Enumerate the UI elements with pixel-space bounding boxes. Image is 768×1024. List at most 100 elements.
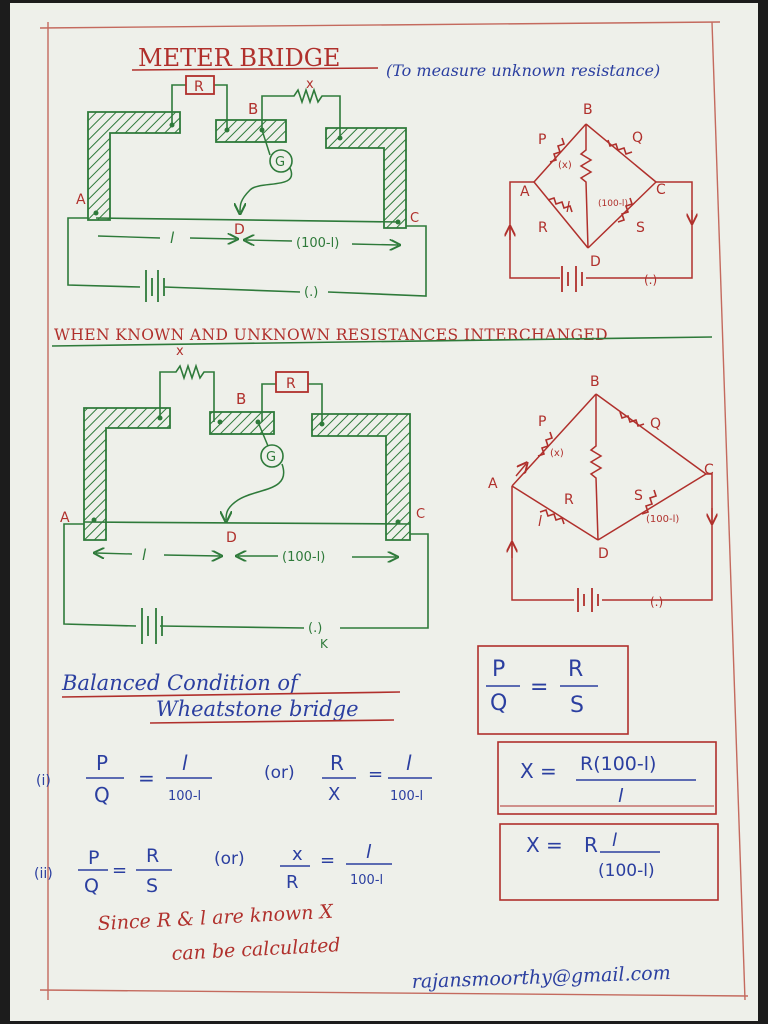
w1-label-l: l	[566, 200, 570, 216]
box-q: Q	[490, 691, 507, 716]
w2-label-l: l	[538, 514, 542, 530]
left-metal-strip-2	[83, 407, 171, 541]
battery-circuit-2	[63, 523, 429, 629]
label-100-l: (100-l)	[296, 236, 339, 251]
zigzag-s2	[641, 489, 658, 515]
left-metal-strip	[87, 111, 181, 221]
label-r-2: R	[286, 376, 296, 392]
battery-icon-2	[141, 608, 163, 644]
zigzag-p2	[537, 431, 554, 457]
margin-lines	[39, 21, 749, 1001]
label-d-2: D	[226, 530, 237, 546]
wheatstone-labels-1: B P Q (x) A C R l (100-l) S D (.)	[520, 102, 666, 287]
wheatstone-labels-2: B P (x) Q A C R l S (100-l) D (.)	[488, 374, 714, 609]
w2-label-d: D	[598, 546, 609, 562]
result2-r: R	[584, 833, 598, 857]
eq-i-q: Q	[94, 783, 110, 807]
label-l: l	[170, 229, 175, 247]
label-l-2: l	[142, 546, 147, 564]
w1-label-x: (x)	[558, 160, 572, 171]
title: METER BRIDGE (To measure unknown resista…	[131, 44, 660, 80]
result1-num: R(100-l)	[580, 753, 656, 775]
label-100-l-2: (100-l)	[282, 550, 325, 565]
label-x: x	[306, 77, 314, 92]
label-c: C	[410, 211, 419, 226]
label-b-2: B	[236, 390, 246, 408]
label-b: B	[248, 100, 258, 118]
eq-ii-r2: R	[286, 872, 299, 893]
title-sub: (To measure unknown resistance)	[386, 61, 660, 80]
known-resistance-box	[185, 75, 215, 95]
box-r: R	[568, 657, 583, 682]
eq-i-index: (i)	[36, 773, 51, 789]
eq-ii-eq-2: =	[320, 850, 335, 871]
eq-ii-100-l: 100-l	[350, 873, 383, 888]
eq-ii-eq: =	[112, 860, 127, 881]
result2-num: l	[612, 830, 617, 851]
note-line-1: Since R & l are known X	[97, 901, 335, 935]
w1-label-d: D	[590, 254, 601, 270]
right-metal-strip-2	[311, 413, 411, 541]
zigzag-s1	[617, 197, 634, 223]
result2-den: (100-l)	[598, 861, 655, 881]
eq-i-x: X	[328, 784, 340, 805]
box-s: S	[570, 693, 584, 718]
equation-i: (i) P Q = l 100-l (or) R X = l 100-l	[36, 751, 432, 807]
eq-i-l: l	[182, 751, 188, 775]
balanced-heading: Balanced Condition of Wheatstone bridge	[61, 671, 401, 724]
battery-loop-2	[511, 473, 713, 601]
box-eq: =	[530, 675, 548, 700]
battery-circuit	[67, 217, 427, 297]
key-label: (.)	[304, 285, 318, 300]
zigzag-q2	[619, 411, 645, 428]
eq-i-100-l2: 100-l	[390, 789, 423, 804]
galvanometer	[269, 149, 293, 173]
label-x-2: x	[176, 344, 184, 359]
label-g-2: G	[266, 450, 276, 465]
meter-bridge-figure-2: x R B G A C D l (100-l) (.) K	[60, 344, 429, 651]
unknown-resistor-2	[159, 363, 215, 422]
note-line-2: can be calculated	[171, 934, 341, 965]
eq-i-l2: l	[406, 751, 412, 775]
label-d: D	[234, 222, 245, 238]
w2-label-a: A	[488, 476, 498, 492]
result2-lhs: X =	[526, 833, 563, 857]
w1-label-c: C	[656, 182, 666, 198]
w1-label-r: R	[538, 220, 548, 236]
label-c-2: C	[416, 507, 425, 522]
box-p: P	[492, 657, 505, 682]
label-r: R	[194, 79, 204, 95]
balanced-line-2: Wheatstone bridge	[156, 697, 359, 721]
galvanometer-arm-1	[579, 124, 593, 249]
eq-ii-r: R	[146, 845, 159, 867]
title-main: METER BRIDGE	[138, 44, 340, 72]
eq-i-r: R	[330, 751, 344, 775]
w1-label-rest: (100-l)	[598, 199, 628, 209]
eq-ii-index: (ii)	[34, 866, 53, 882]
label-a-2: A	[60, 510, 70, 526]
w2-label-s: S	[634, 488, 643, 504]
w2-label-key: (.)	[650, 595, 663, 609]
result1-lhs: X =	[520, 759, 557, 783]
w1-label-b: B	[583, 102, 593, 118]
w2-label-q: Q	[650, 416, 661, 432]
label-g: G	[275, 155, 285, 170]
middle-metal-strip	[215, 119, 287, 143]
w2-label-b: B	[590, 374, 600, 390]
result1-den: l	[618, 785, 624, 807]
balanced-line-1: Balanced Condition of	[61, 671, 301, 695]
equation-ii: (ii) P Q = R S (or) x R = l 100-l	[34, 841, 392, 897]
wheatstone-diagram-1	[510, 123, 692, 292]
w2-label-r: R	[564, 492, 574, 508]
interchange-heading: WHEN KNOWN AND UNKNOWN RESISTANCES INTER…	[54, 326, 608, 344]
zigzag-r1	[547, 196, 573, 213]
eq-ii-or: (or)	[214, 849, 245, 869]
meter-bridge-figure-1: R x B G A C D l (100-l) (.)	[67, 75, 427, 302]
w1-label-a: A	[520, 184, 530, 200]
w1-label-key: (.)	[644, 273, 657, 287]
key-label-2: (.)	[308, 621, 322, 636]
w2-label-p: P	[538, 414, 546, 430]
wheatstone-diagram-2	[511, 393, 713, 612]
middle-metal-strip-2	[209, 411, 275, 435]
